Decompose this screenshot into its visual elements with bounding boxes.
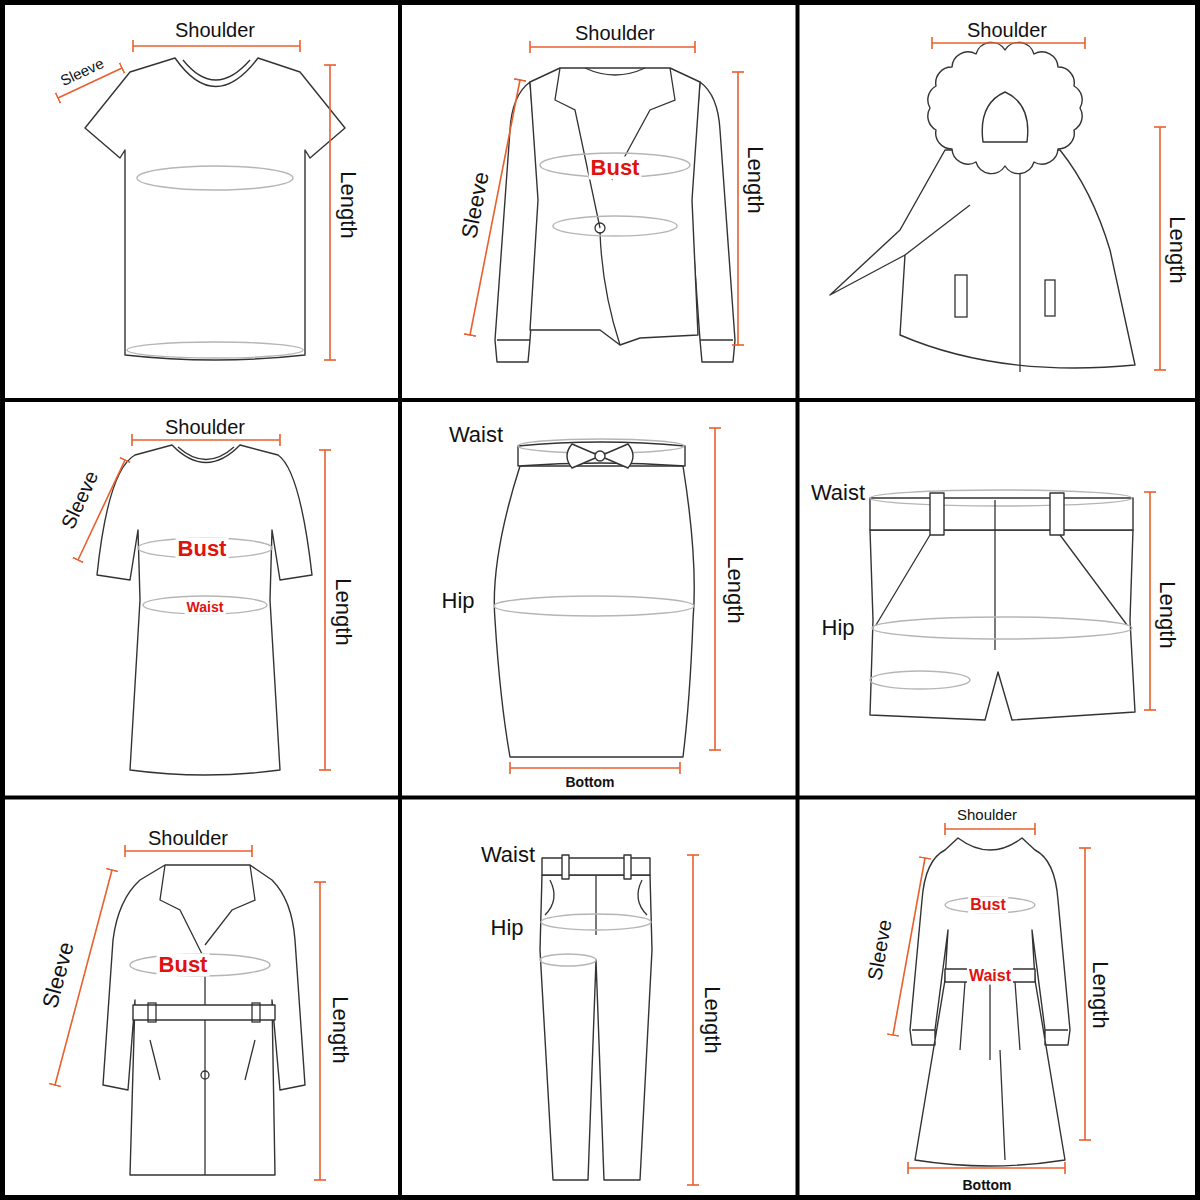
shorts-drawing bbox=[870, 490, 1135, 720]
measurement-label: Length bbox=[700, 984, 723, 1055]
measurement-label: Bust bbox=[176, 537, 229, 560]
grid-line bbox=[398, 0, 402, 1200]
measurement-label: Bust bbox=[157, 953, 210, 976]
measurement-label: Bust bbox=[589, 156, 642, 179]
measurement-label: Sleeve bbox=[38, 938, 79, 1013]
measure-line bbox=[714, 428, 716, 750]
measurement-label: Bottom bbox=[564, 775, 617, 790]
measurement-label: Length bbox=[336, 169, 359, 240]
dress-drawing bbox=[97, 445, 312, 775]
measurement-label: Shoulder bbox=[955, 807, 1019, 823]
measure-line bbox=[737, 72, 739, 345]
measurement-label: Waist bbox=[185, 600, 226, 615]
measure-line bbox=[125, 850, 252, 852]
measure-line bbox=[324, 450, 326, 770]
measurement-label: Length bbox=[743, 144, 766, 215]
measurement-label: Length bbox=[331, 576, 354, 647]
blazer-drawing bbox=[495, 68, 735, 362]
measure-line bbox=[692, 855, 694, 1185]
measurement-label: Length bbox=[1088, 959, 1111, 1030]
measurement-label: Shoulder bbox=[146, 828, 230, 849]
measurement-label: Bust bbox=[968, 897, 1008, 914]
measure-line bbox=[945, 828, 1035, 830]
measure-line bbox=[133, 45, 300, 47]
grid-line bbox=[796, 0, 800, 1200]
measurement-label: Length bbox=[723, 554, 746, 625]
measure-line bbox=[510, 767, 680, 769]
grid-line bbox=[0, 398, 1200, 402]
measure-line bbox=[132, 439, 280, 441]
long-dress-drawing bbox=[910, 838, 1070, 1166]
coat-drawing bbox=[103, 865, 305, 1175]
measurement-label: Hip bbox=[439, 589, 476, 612]
tshirt-drawing bbox=[85, 58, 345, 360]
measure-line bbox=[1149, 492, 1151, 710]
measure-line bbox=[908, 1167, 1065, 1169]
measurement-label: Waist bbox=[967, 968, 1013, 985]
measurement-label: Sleeve bbox=[56, 54, 108, 89]
measure-line bbox=[932, 42, 1085, 44]
measure-line bbox=[893, 858, 925, 1035]
measurement-label: Waist bbox=[479, 843, 537, 866]
cape-drawing bbox=[830, 42, 1135, 372]
measure-line bbox=[319, 882, 321, 1180]
measurement-label: Waist bbox=[447, 423, 505, 446]
grid-line bbox=[0, 796, 1200, 800]
trousers-drawing bbox=[540, 855, 652, 1180]
measure-line bbox=[1084, 848, 1086, 1140]
measurement-label: Sleeve bbox=[457, 168, 493, 242]
measure-line bbox=[1159, 127, 1161, 370]
measurement-label: Bottom bbox=[961, 1178, 1014, 1193]
measurement-label: Waist bbox=[809, 481, 867, 504]
measurement-label: Sleeve bbox=[864, 916, 896, 984]
measurement-label: Shoulder bbox=[965, 20, 1049, 41]
measurement-label: Length bbox=[328, 994, 351, 1065]
skirt-drawing bbox=[494, 439, 694, 757]
measurement-label: Sleeve bbox=[57, 466, 104, 534]
outer-frame bbox=[3, 3, 1198, 1198]
measurement-label: Shoulder bbox=[163, 417, 247, 438]
measurement-label: Length bbox=[1165, 214, 1188, 285]
measurement-label: Hip bbox=[819, 616, 856, 639]
measurement-label: Shoulder bbox=[573, 23, 657, 44]
measure-line bbox=[329, 65, 331, 360]
measure-line bbox=[530, 46, 695, 48]
measurement-label: Length bbox=[1155, 579, 1178, 650]
measurement-label: Shoulder bbox=[173, 20, 257, 41]
measurement-label: Hip bbox=[488, 916, 525, 939]
